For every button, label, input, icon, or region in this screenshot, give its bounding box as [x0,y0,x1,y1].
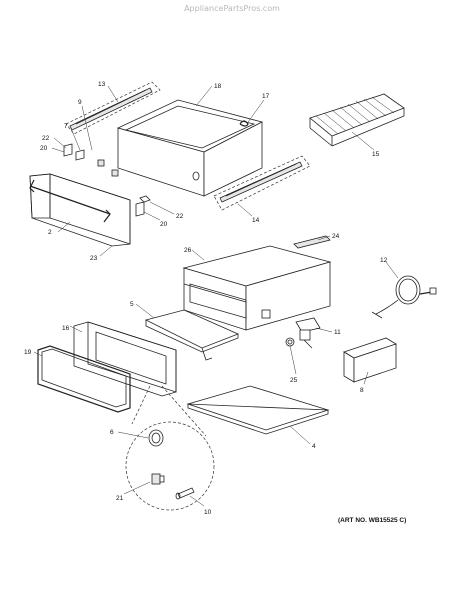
callout-13: 13 [98,81,106,88]
callout-19: 19 [24,349,32,356]
callout-24: 24 [332,233,340,240]
callout-6: 6 [110,429,114,436]
callout-20-left: 20 [40,145,48,152]
gasket[interactable] [37,345,131,413]
clip-part[interactable] [239,120,249,127]
thermostat-switch[interactable] [295,317,321,349]
knob-detail-circle [125,385,215,511]
power-cord[interactable] [371,275,437,319]
leader-lines [33,85,399,507]
callout-26: 26 [184,247,192,254]
callout-22-right: 22 [176,213,184,220]
callout-16: 16 [62,325,70,332]
control-panel-frame[interactable] [73,321,177,397]
callout-20-right: 20 [160,221,168,228]
callout-2: 2 [48,229,52,236]
left-bracket-parts[interactable] [63,143,119,177]
callout-9: 9 [78,99,82,106]
callout-18: 18 [214,83,222,90]
drawer-pan[interactable] [116,99,264,197]
callout-15: 15 [372,151,380,158]
control-knob[interactable] [148,429,164,447]
callout-7: 7 [64,123,68,130]
callout-4: 4 [312,443,316,450]
drawer-chassis[interactable] [182,245,332,331]
watermark: AppliancePartsPros.com [184,4,280,13]
switch-component[interactable] [151,473,165,485]
callout-11: 11 [334,329,341,336]
callout-10: 10 [204,509,212,516]
callout-12: 12 [380,257,388,264]
control-box[interactable] [343,337,397,383]
callout-21: 21 [116,495,124,502]
callout-17: 17 [262,93,270,100]
callout-14: 14 [252,217,260,224]
heating-tray[interactable] [144,309,240,361]
callout-23: 23 [90,255,98,262]
small-knob[interactable] [285,337,295,347]
slide-rail-upper[interactable] [65,81,161,135]
callout-numbers: 13 18 9 17 7 22 20 15 2 22 20 14 23 24 2… [24,81,388,516]
drawer-front-panel[interactable] [29,173,131,247]
callout-22-left: 22 [42,135,50,142]
wire-rack[interactable] [309,93,405,147]
callout-5: 5 [130,301,134,308]
bottom-panel[interactable] [186,385,330,435]
lamp-socket[interactable] [175,487,195,500]
callout-25: 25 [290,377,298,384]
right-hardware[interactable] [135,195,151,217]
art-number: (ART NO. WB15525 C) [338,517,407,524]
slide-rail-lower[interactable] [213,155,311,211]
callout-8: 8 [360,387,364,394]
